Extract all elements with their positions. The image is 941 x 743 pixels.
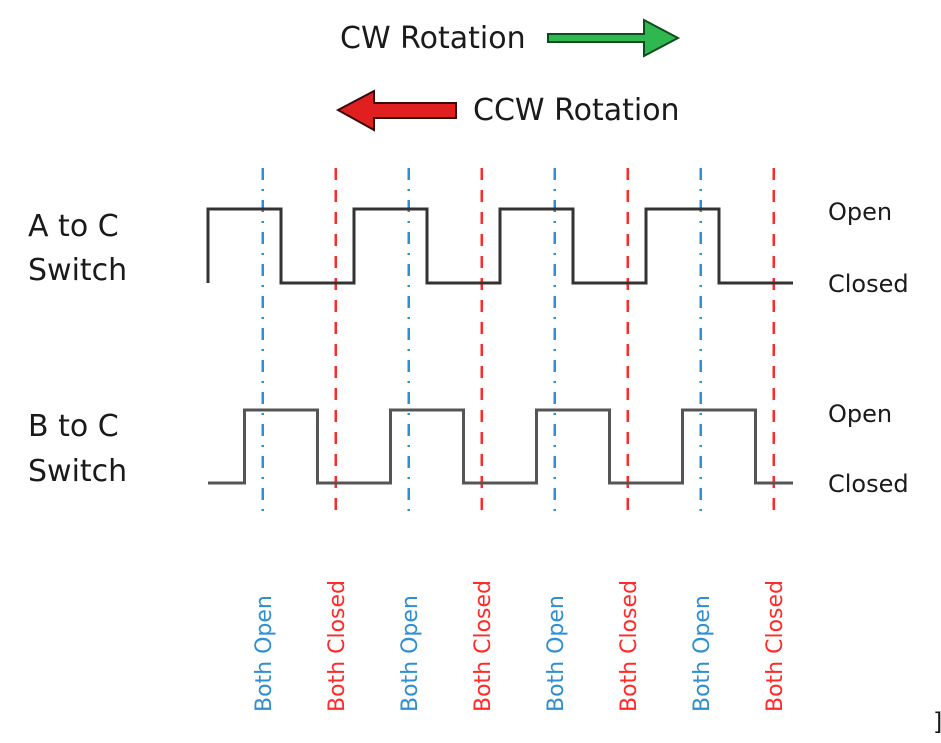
signal-a-open-label: Open bbox=[828, 198, 892, 226]
signal-b-label-line2: Switch bbox=[28, 454, 127, 489]
signal-b-label-line1: B to C bbox=[28, 409, 119, 444]
cw-arrow-icon bbox=[547, 18, 681, 58]
footer-glyph: ] bbox=[933, 708, 941, 736]
both-closed-label: Both Closed bbox=[617, 580, 642, 712]
signal-a-label-line2: Switch bbox=[28, 253, 127, 288]
b-to-c-trace bbox=[208, 408, 793, 485]
signal-a-label-line1: A to C bbox=[28, 209, 119, 244]
marker-lines bbox=[261, 168, 775, 515]
both-open-label: Both Open bbox=[252, 595, 277, 712]
ccw-rotation-label: CCW Rotation bbox=[473, 93, 680, 128]
switch-traces bbox=[206, 207, 793, 485]
both-open-label: Both Open bbox=[690, 595, 715, 712]
signal-b-open-label: Open bbox=[828, 400, 892, 428]
signal-b-closed-label: Closed bbox=[828, 470, 909, 498]
both-closed-label: Both Closed bbox=[325, 580, 350, 712]
marker-labels: Both Open Both Open Both Open Both Open Both… bbox=[252, 580, 788, 712]
signal-a-closed-label: Closed bbox=[828, 270, 909, 298]
both-closed-label: Both Closed bbox=[471, 580, 496, 712]
a-to-c-trace bbox=[206, 207, 793, 285]
both-open-label: Both Open bbox=[544, 595, 569, 712]
both-closed-label: Both Closed bbox=[763, 580, 788, 712]
cw-rotation-label: CW Rotation bbox=[340, 21, 526, 56]
both-open-label: Both Open bbox=[398, 595, 423, 712]
ccw-arrow-icon bbox=[335, 89, 457, 132]
